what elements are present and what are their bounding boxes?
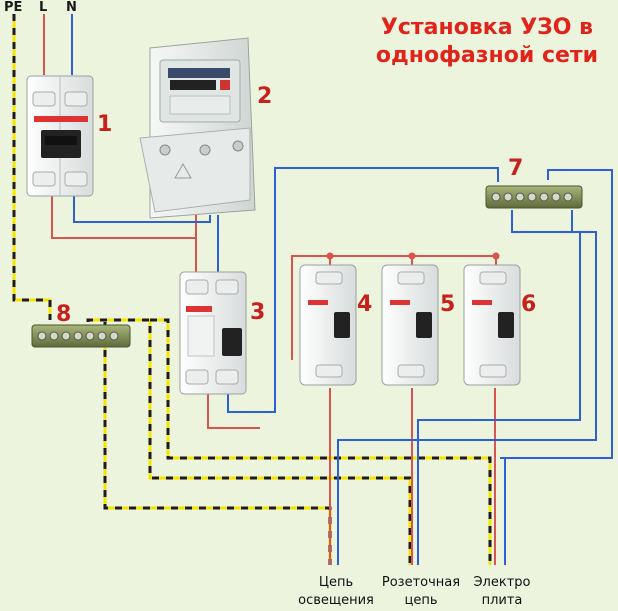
- electricity-meter: [139, 37, 256, 219]
- number-7: 7: [508, 156, 524, 181]
- main-breaker: [26, 75, 94, 197]
- rcd-device: [179, 271, 247, 395]
- diagram-title: Установка УЗО в однофазной сети: [360, 14, 614, 70]
- circuit-label-stove: Электро плита: [462, 574, 542, 610]
- circuit-label-lighting: Цепь освещения: [288, 574, 384, 610]
- circuit-label-stove-line2: плита: [481, 593, 523, 608]
- circuit-label-lighting-line2: освещения: [298, 593, 374, 608]
- circuit-label-stove-line1: Электро: [473, 575, 531, 590]
- junction-dots: [326, 252, 500, 260]
- neutral-wires: [71, 14, 613, 565]
- label-l: L: [39, 0, 48, 15]
- circuit-label-sockets: Розеточная цепь: [373, 574, 469, 610]
- breaker-lighting: [299, 264, 357, 386]
- number-2: 2: [257, 84, 273, 109]
- number-3: 3: [250, 300, 266, 325]
- number-6: 6: [521, 292, 537, 317]
- circuit-label-sockets-line1: Розеточная: [381, 575, 461, 590]
- title-line-2: однофазной сети: [375, 43, 599, 68]
- number-1: 1: [97, 112, 113, 137]
- number-4: 4: [357, 292, 373, 317]
- number-5: 5: [440, 292, 456, 317]
- breaker-sockets: [381, 264, 439, 386]
- circuit-label-lighting-line1: Цепь: [318, 575, 354, 590]
- label-pe: PE: [4, 0, 23, 15]
- number-8: 8: [56, 302, 72, 327]
- label-n: N: [66, 0, 77, 15]
- breaker-stove: [463, 264, 521, 386]
- title-line-1: Установка УЗО в: [380, 15, 594, 40]
- phase-wires: [43, 14, 497, 565]
- ground-wires: [12, 14, 492, 565]
- neutral-busbar: [485, 185, 583, 209]
- ground-busbar: [31, 324, 131, 348]
- circuit-label-sockets-line2: цепь: [404, 593, 438, 608]
